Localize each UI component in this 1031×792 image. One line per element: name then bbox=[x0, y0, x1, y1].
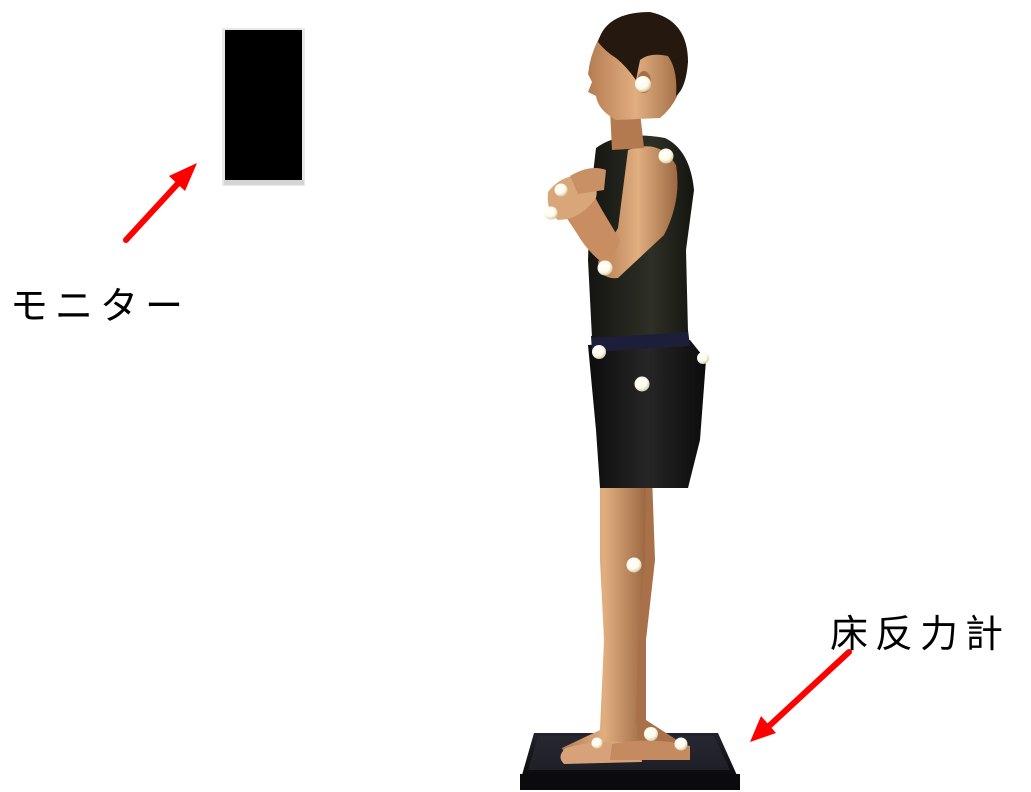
monitor-icon bbox=[222, 28, 305, 186]
marker-toe-icon bbox=[592, 738, 603, 749]
marker-shoulder-icon bbox=[659, 149, 674, 164]
marker-elbow-icon bbox=[598, 261, 613, 276]
force-plate-arrow-icon bbox=[750, 652, 849, 742]
monitor-arrow-icon bbox=[126, 163, 197, 240]
marker-pelvis-back-icon bbox=[697, 352, 709, 364]
marker-hip-icon bbox=[635, 377, 650, 392]
marker-hand-bottom-icon bbox=[545, 207, 558, 220]
monitor-label: モニター bbox=[10, 275, 190, 330]
marker-knee-icon bbox=[627, 558, 642, 573]
marker-head-icon bbox=[635, 76, 651, 92]
marker-hand-top-icon bbox=[555, 184, 568, 197]
marker-ankle-icon bbox=[644, 727, 658, 741]
human-figure bbox=[548, 12, 706, 764]
force-plate-label: 床反力計 bbox=[830, 603, 1010, 658]
monitor-screen bbox=[225, 30, 302, 180]
marker-heel-icon bbox=[675, 738, 688, 751]
marker-pelvis-front-icon bbox=[592, 345, 606, 359]
